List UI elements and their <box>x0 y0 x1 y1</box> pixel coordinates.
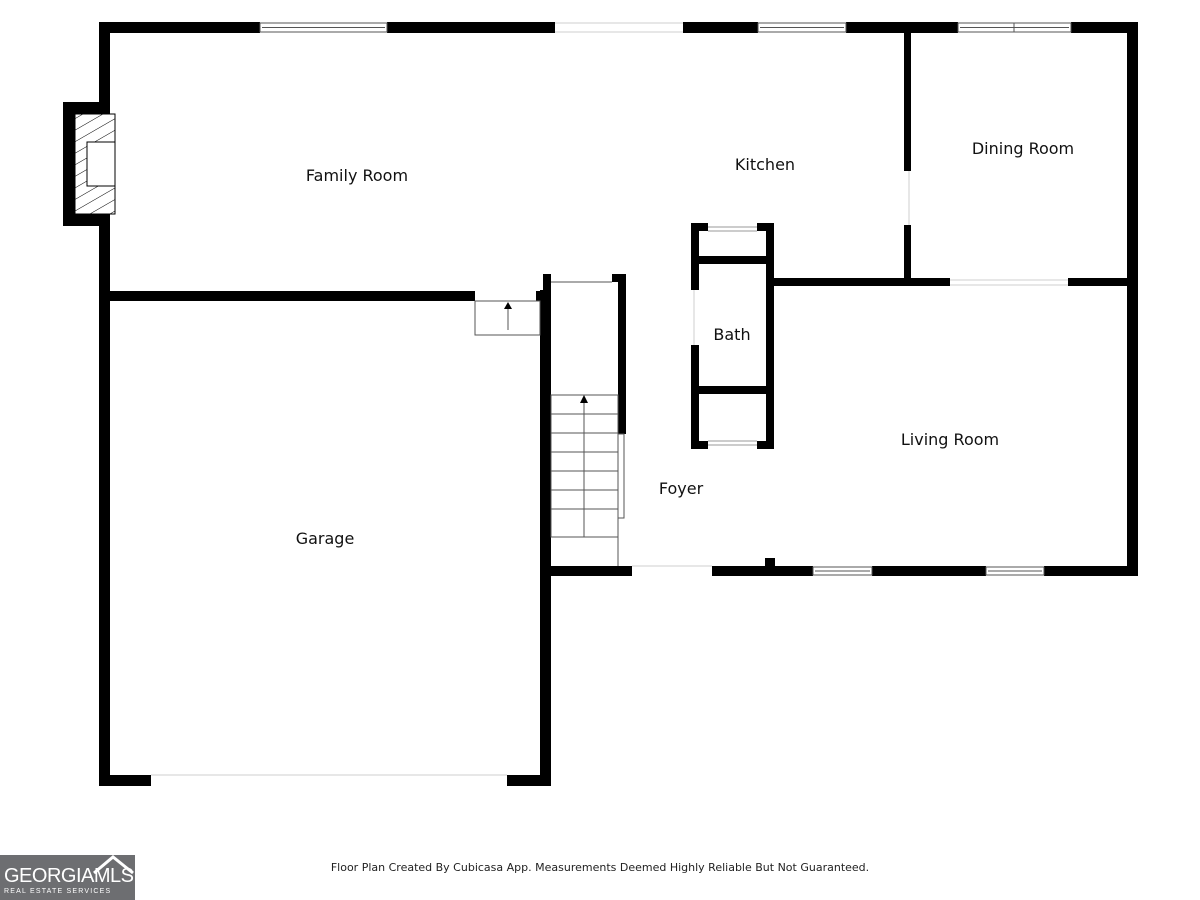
wall-top-5 <box>1071 22 1138 33</box>
wall-stair-left <box>543 274 551 294</box>
roof-icon <box>93 855 134 875</box>
label-garage: Garage <box>296 529 355 548</box>
exterior-walls <box>99 22 1138 786</box>
wall-closet-bottom-right <box>757 441 774 449</box>
room-labels: Family Room Kitchen Dining Room Bath Liv… <box>296 139 1074 548</box>
logo-subtext: REAL ESTATE SERVICES <box>4 888 112 895</box>
wall-stair-right-vertical <box>618 274 626 434</box>
wall-bottom-stub <box>765 558 775 568</box>
wall-dining-living-left <box>772 278 950 286</box>
wall-bath-top-right <box>757 223 774 231</box>
logo-text: GEORGIAMLS <box>4 865 134 887</box>
label-living-room: Living Room <box>901 430 999 449</box>
windows <box>259 22 1072 576</box>
fireplace <box>63 102 116 226</box>
door-lines <box>708 226 757 446</box>
wall-closet-bottom-left <box>691 441 708 449</box>
wall-family-garage <box>99 291 475 301</box>
wall-left <box>99 22 110 786</box>
wall-kitchen-dining-top <box>904 22 911 171</box>
garage-steps <box>474 300 541 336</box>
wall-bath-right <box>766 223 774 449</box>
wall-top-3 <box>683 22 758 33</box>
wall-garage-bottom-right <box>507 775 551 786</box>
wall-kitchen-dining-bottom <box>904 225 911 285</box>
wall-bath-left-bottom <box>691 345 699 449</box>
wall-bottom-living-1 <box>712 566 813 576</box>
wall-garage-right <box>540 290 551 786</box>
wall-dining-living-right <box>1068 278 1138 286</box>
label-kitchen: Kitchen <box>735 155 795 174</box>
wall-garage-bottom-left <box>99 775 151 786</box>
wall-bottom-living-3 <box>1044 566 1138 576</box>
footer-note: Floor Plan Created By Cubicasa App. Meas… <box>330 861 870 874</box>
floor-plan: Family Room Kitchen Dining Room Bath Liv… <box>63 22 1138 786</box>
wall-bottom-living-2 <box>872 566 986 576</box>
wall-top-4 <box>846 22 958 33</box>
wall-bottom-foyer <box>540 566 632 576</box>
label-bath: Bath <box>713 325 750 344</box>
wall-top-1 <box>99 22 260 33</box>
label-family-room: Family Room <box>306 166 408 185</box>
label-dining-room: Dining Room <box>972 139 1074 158</box>
wall-bath-lower <box>691 386 774 394</box>
georgia-mls-logo: GEORGIAMLS REAL ESTATE SERVICES <box>0 855 135 900</box>
wall-right <box>1127 22 1138 576</box>
openings <box>151 22 1068 776</box>
interior-walls <box>99 22 1138 449</box>
wall-bath-upper <box>691 256 774 264</box>
wall-bath-top-left <box>691 223 708 231</box>
wall-family-garage-stub <box>536 291 551 301</box>
staircase <box>550 281 625 566</box>
label-foyer: Foyer <box>659 479 704 498</box>
wall-top-2 <box>387 22 555 33</box>
